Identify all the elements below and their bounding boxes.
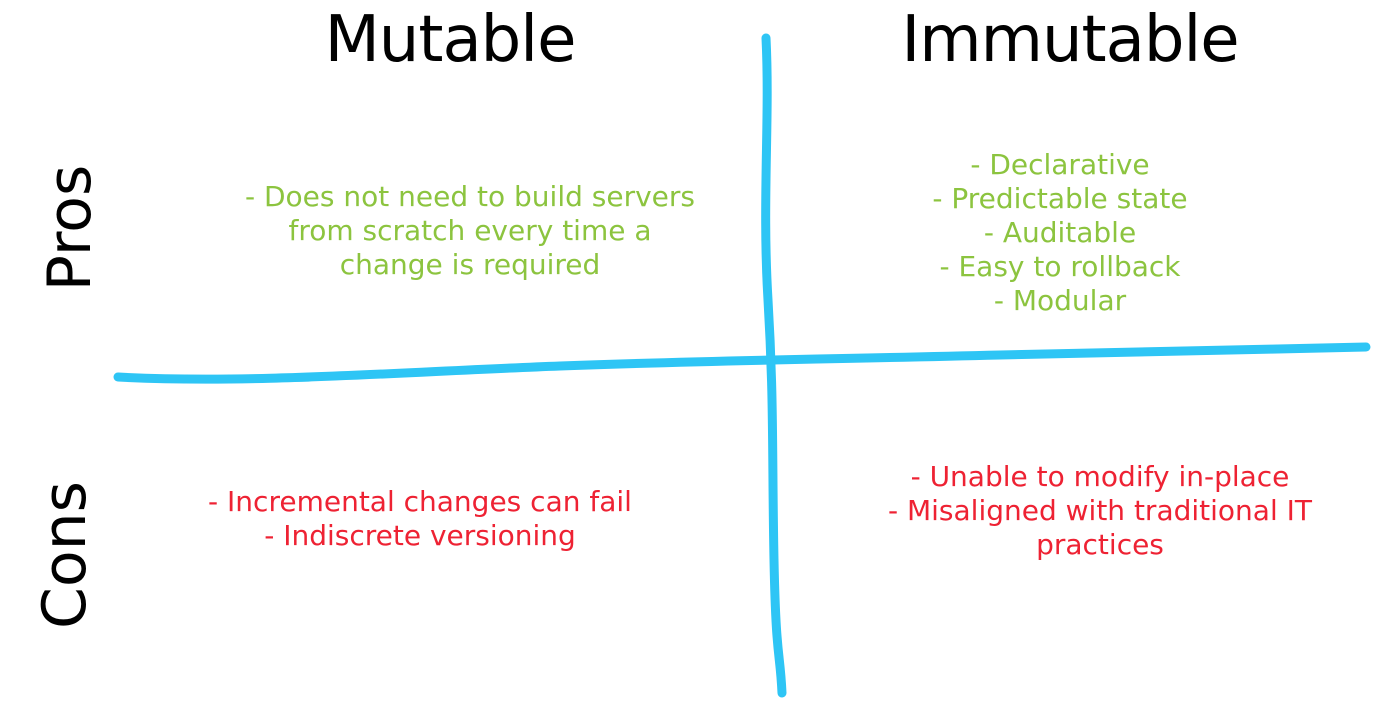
column-heading-mutable: Mutable [324, 3, 577, 77]
quadrant-text-line: - Misaligned with traditional IT [887, 494, 1312, 527]
quadrant-text-line: - Incremental changes can fail [208, 485, 632, 518]
row-heading-pros: Pros [35, 164, 105, 292]
quadrant-mutable-pros: - Does not need to build servers from sc… [200, 180, 740, 282]
quadrant-text-line: - Indiscrete versioning [264, 519, 576, 552]
quadrant-text-line: - Declarative [970, 148, 1150, 181]
horizontal-divider [113, 342, 1371, 384]
quadrant-text-line: - Easy to rollback [939, 250, 1181, 283]
row-heading-cons: Cons [30, 481, 100, 629]
quadrant-immutable-cons: - Unable to modify in-place - Misaligned… [860, 460, 1340, 562]
quadrant-text-line: - Modular [993, 284, 1127, 317]
quadrant-mutable-cons: - Incremental changes can fail - Indiscr… [160, 485, 680, 553]
vertical-divider [761, 33, 787, 698]
quadrant-text-line: - Auditable [983, 216, 1137, 249]
quadrant-text-line: - Unable to modify in-place [910, 460, 1290, 493]
quadrant-text-line: practices [1036, 528, 1164, 561]
column-heading-immutable: Immutable [901, 3, 1239, 77]
quadrant-text-line: - Predictable state [932, 182, 1188, 215]
quadrant-text-line: from scratch every time a [288, 214, 652, 247]
quadrant-immutable-pros: - Declarative - Predictable state - Audi… [850, 148, 1270, 318]
quadrant-text-line: - Does not need to build servers [244, 180, 696, 213]
quadrant-text-line: change is required [339, 248, 601, 281]
